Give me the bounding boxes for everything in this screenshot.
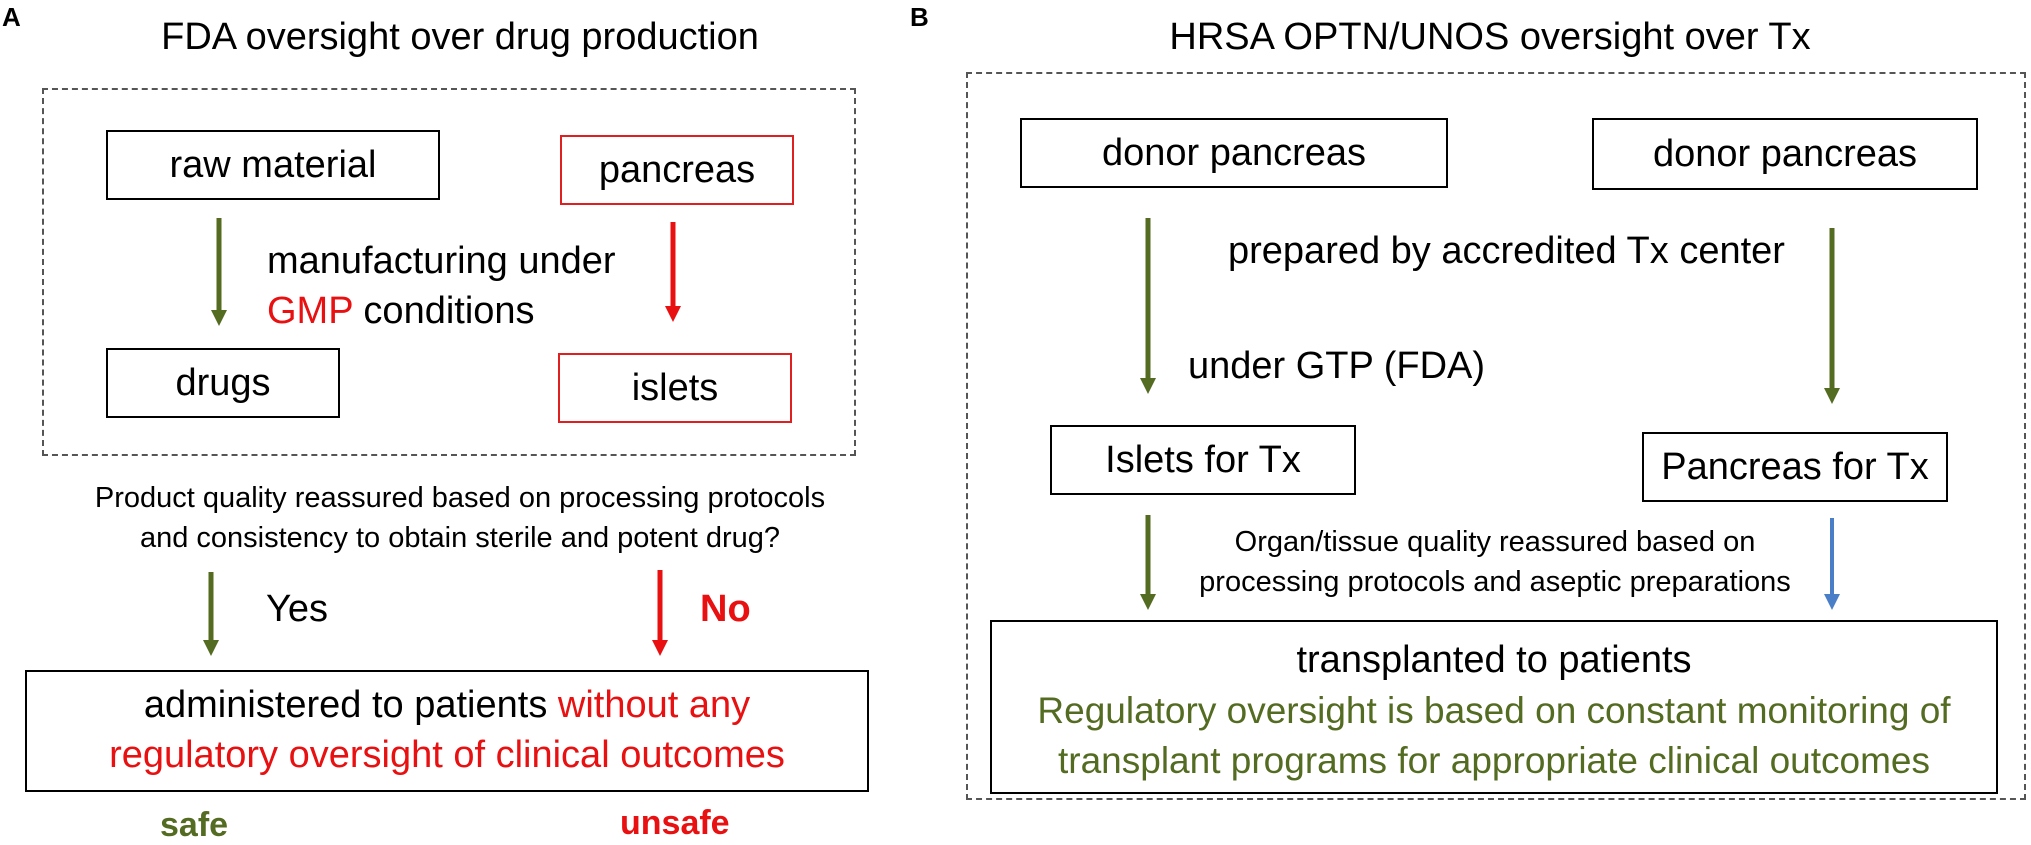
panel-a-process-frame bbox=[42, 88, 856, 456]
conditions-label: conditions bbox=[352, 290, 535, 332]
quality-line-1: Organ/tissue quality reassured based on bbox=[1234, 526, 1756, 558]
gmp-conditions-label: GMP conditions bbox=[267, 290, 535, 333]
panel-b-frame bbox=[966, 72, 2026, 800]
donor-pancreas-left-box: donor pancreas bbox=[1020, 118, 1448, 188]
panel-b-title: HRSA OPTN/UNOS oversight over Tx bbox=[1169, 16, 1811, 58]
arrow-no bbox=[652, 570, 668, 656]
panel-a-title: FDA oversight over drug production bbox=[161, 16, 759, 58]
unsafe-label: unsafe bbox=[620, 804, 730, 842]
no-label: No bbox=[700, 588, 751, 630]
prepared-label: prepared by accredited Tx center bbox=[1228, 230, 1785, 272]
quality-line-2: processing protocols and aseptic prepara… bbox=[1199, 566, 1791, 598]
outcome-line-2: regulatory oversight of clinical outcome… bbox=[109, 734, 785, 776]
manufacturing-label: manufacturing under bbox=[267, 240, 616, 282]
pancreas-for-tx-box: Pancreas for Tx bbox=[1642, 432, 1948, 502]
donor-pancreas-right-box: donor pancreas bbox=[1592, 118, 1978, 190]
pancreas-box: pancreas bbox=[560, 135, 794, 205]
arrow-donor-right-to-pancreas-tx bbox=[1824, 228, 1840, 404]
oversight-line-1: Regulatory oversight is based on constan… bbox=[1037, 690, 1951, 731]
islets-for-tx-box: Islets for Tx bbox=[1050, 425, 1356, 495]
arrow-islets-tx-to-transplanted bbox=[1140, 515, 1156, 610]
drugs-box: drugs bbox=[106, 348, 340, 418]
arrow-yes bbox=[203, 572, 219, 656]
arrow-pancreas-to-islets bbox=[665, 222, 681, 322]
oversight-line-2: transplant programs for appropriate clin… bbox=[1058, 740, 1930, 781]
under-gtp-label: under GTP (FDA) bbox=[1188, 345, 1486, 387]
transplanted-label: transplanted to patients bbox=[1296, 639, 1692, 681]
question-line-2: and consistency to obtain sterile and po… bbox=[139, 522, 781, 554]
panel-b-letter: B bbox=[910, 2, 929, 32]
outcome-administered: administered to patients bbox=[143, 684, 558, 726]
outcome-without-any: without any bbox=[557, 684, 751, 726]
safe-label: safe bbox=[160, 806, 229, 844]
arrow-donor-left-to-islets bbox=[1140, 218, 1156, 394]
outcome-box-b: transplanted to patients Regulatory over… bbox=[990, 620, 1998, 794]
outcome-line-1: administered to patients without any bbox=[27, 680, 867, 730]
question-line-1: Product quality reassured based on proce… bbox=[94, 482, 826, 514]
islets-box: islets bbox=[558, 353, 792, 423]
raw-material-box: raw material bbox=[106, 130, 440, 200]
arrow-pancreas-tx-to-transplanted bbox=[1824, 518, 1840, 610]
yes-label: Yes bbox=[266, 588, 328, 630]
gmp-label: GMP bbox=[267, 290, 353, 332]
arrow-raw-to-drugs bbox=[211, 218, 227, 326]
panel-a-letter: A bbox=[2, 2, 21, 32]
outcome-box-a: administered to patients without any reg… bbox=[25, 670, 869, 792]
